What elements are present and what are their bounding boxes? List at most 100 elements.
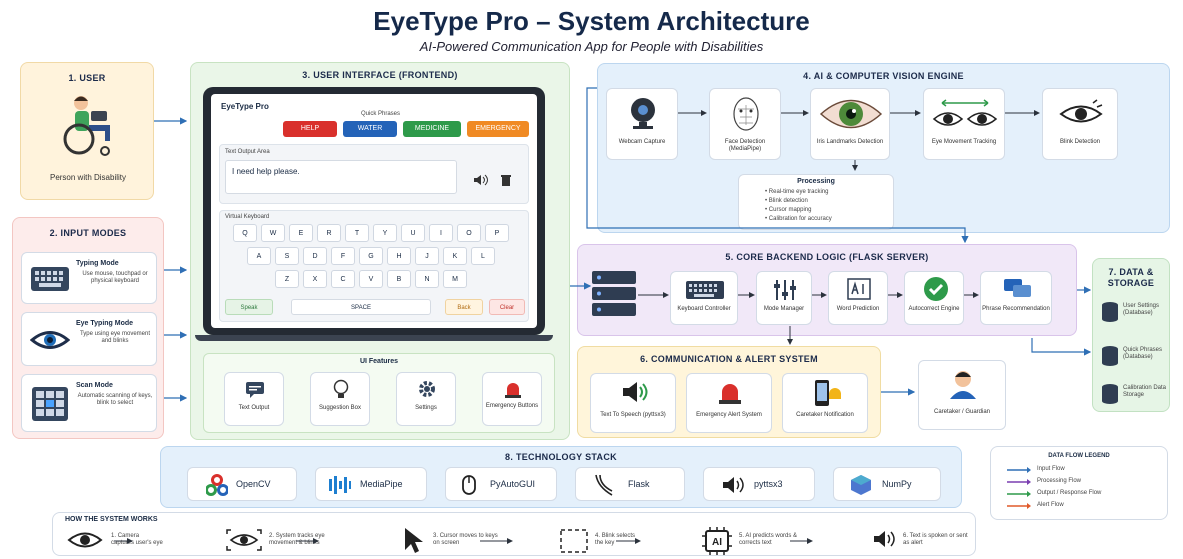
ai-step-iris-label: Iris Landmarks Detection [816,139,884,145]
ai-step-webcam: Webcam Capture [606,88,678,160]
back-button-label: Back [457,305,471,311]
laptop-base [195,335,553,341]
feature-settings: Settings [396,372,456,426]
processing-item: • Calibration for accuracy [765,216,832,222]
comm-emergency: Emergency Alert System [686,373,772,433]
how-step-6: 6. Text is spoken or sent as alert [903,533,969,547]
virtual-keyboard-label: Virtual Keyboard [225,214,270,220]
ai-step-webcam-label: Webcam Capture [618,139,666,145]
tech-flask: Flask [575,467,685,501]
back-button[interactable]: Back [445,299,483,315]
backend-phrase-recommendation-label: Phrase Recommendation [982,306,1050,312]
keyboard-key[interactable]: X [303,270,327,288]
feature-emergency: Emergency Buttons [482,372,542,426]
ai-step-face-label: Face Detection (MediaPipe) [724,139,766,152]
select-icon [559,528,589,554]
user-panel: 1. USER Person with Disability [20,62,154,200]
legend-item-processing [1007,479,1031,485]
backend-phrase-recommendation: Phrase Recommendation [980,271,1052,325]
output-area-label: Text Output Area [225,149,270,155]
keyboard-key[interactable]: J [415,247,439,265]
keyboard-key[interactable]: G [359,247,383,265]
keyboard-key[interactable]: W [261,224,285,242]
keyboard-key[interactable]: Q [233,224,257,242]
quick-phrase-emergency[interactable]: EMERGENCY [467,121,529,137]
keyboard-key[interactable]: E [289,224,313,242]
quick-phrase-water[interactable]: WATER [343,121,397,137]
quick-phrase-medicine[interactable]: MEDICINE [403,121,461,137]
space-button[interactable]: SPACE [291,299,431,315]
trash-icon[interactable] [501,174,511,186]
legend-label: Alert Flow [1037,502,1064,508]
speaker-icon[interactable] [473,174,489,186]
lightbulb-icon [333,379,349,401]
how-step-3: 3. Cursor moves to keys on screen [433,533,499,547]
wheelchair-user-icon [55,89,125,159]
keyboard-key[interactable]: R [317,224,341,242]
how-step-text: Text is spoken or sent as alert [903,533,968,546]
keyboard-key[interactable]: K [443,247,467,265]
keyboard-icon [30,265,70,293]
tech-numpy-label: NumPy [882,479,912,489]
database-icon [1101,345,1119,367]
keyboard-key[interactable]: P [485,224,509,242]
keyboard-key[interactable]: M [443,270,467,288]
legend-title: DATA FLOW LEGEND [1048,453,1110,459]
storage-title: 7. DATA & STORAGE [1107,267,1155,288]
tech-pyautogui-label: PyAutoGUI [490,479,536,489]
legend-label: Processing Flow [1037,478,1082,484]
keyboard-key[interactable]: A [247,247,271,265]
cursor-icon [403,526,425,554]
svg-text:AI: AI [712,537,722,548]
text-output-field[interactable]: I need help please. [225,160,457,194]
processing-box: Processing • Real-time eye tracking • Bl… [738,174,894,230]
clear-button[interactable]: Clear [489,299,525,315]
processing-item-text: Blink detection [768,198,808,204]
eye-typing-mode-title: Eye Typing Mode [76,320,134,327]
keyboard-key[interactable]: S [275,247,299,265]
processing-item-text: Real-time eye tracking [768,189,829,195]
backend-keyboard-controller: Keyboard Controller [670,271,738,325]
tech-pyttsx3-label: pyttsx3 [754,479,783,489]
speaker-icon [722,476,746,494]
tech-pyautogui: PyAutoGUI [445,467,557,501]
siren-icon [503,379,523,399]
speak-button[interactable]: Speak [225,299,273,315]
ai-step-blink: Blink Detection [1042,88,1118,160]
keyboard-key[interactable]: I [429,224,453,242]
keyboard-key[interactable]: V [359,270,383,288]
backend-word-prediction: Word Prediction [828,271,888,325]
comm-caretaker-notify-label: Caretaker Notification [796,412,854,418]
keyboard-key[interactable]: Z [275,270,299,288]
communication-panel: 6. COMMUNICATION & ALERT SYSTEM Text To … [577,346,881,438]
storage-item: Calibration Data Storage [1123,385,1167,398]
legend-item-input [1007,467,1031,473]
quick-phrase-help[interactable]: HELP [283,121,337,137]
keyboard-key[interactable]: L [471,247,495,265]
keyboard-key[interactable]: N [415,270,439,288]
numpy-icon [850,474,872,496]
keyboard-key[interactable]: O [457,224,481,242]
page-title: EyeType Pro – System Architecture [373,6,810,36]
how-step-number: 6. [903,533,909,539]
keyboard-key[interactable]: F [331,247,355,265]
ai-chip-icon: AI [701,527,733,555]
ai-step-iris: Iris Landmarks Detection [810,88,890,160]
keyboard-key[interactable]: Y [373,224,397,242]
keyboard-key[interactable]: C [331,270,355,288]
keyboard-icon [685,280,725,300]
input-modes-title: 2. INPUT MODES [49,228,127,238]
tech-mediapipe: MediaPipe [315,467,427,501]
typing-mode-title: Typing Mode [76,260,119,267]
keyboard-key[interactable]: U [401,224,425,242]
how-step-4: 4. Blink selects the key [595,533,645,547]
keyboard-key[interactable]: T [345,224,369,242]
keyboard-key[interactable]: D [303,247,327,265]
keyboard-key[interactable]: B [387,270,411,288]
speaker-icon [621,380,651,404]
tech-pyttsx3: pyttsx3 [703,467,815,501]
webcam-icon [629,97,657,131]
feature-suggestion-label: Suggestion Box [318,405,362,411]
backend-panel: 5. CORE BACKEND LOGIC (FLASK SERVER) Key… [577,244,1077,336]
keyboard-key[interactable]: H [387,247,411,265]
